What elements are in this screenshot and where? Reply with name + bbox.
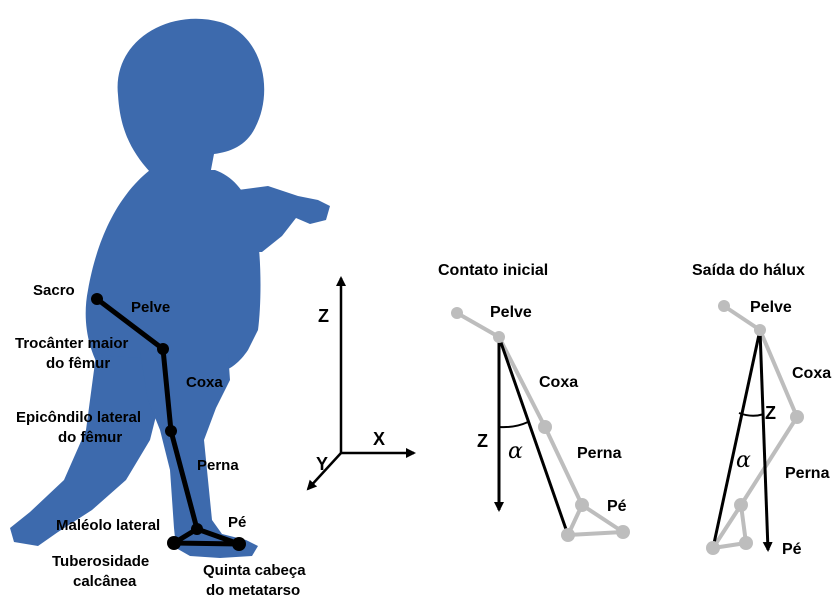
saida-gray-skeleton <box>711 304 799 550</box>
marker-epicondilo <box>165 425 177 437</box>
axis-y-label: Y <box>316 454 328 474</box>
axis-z-label: Z <box>318 306 329 326</box>
saida-marker-1 <box>718 300 730 312</box>
label-trocanter-line1: Trocânter maior <box>15 335 129 352</box>
contato-label-pelve: Pelve <box>490 304 532 321</box>
saida-alpha-arc <box>738 412 765 417</box>
saida-marker-5 <box>739 536 753 550</box>
contato-marker-6 <box>616 525 630 539</box>
silhouette-arm <box>238 186 330 252</box>
label-sacro: Sacro <box>33 282 75 299</box>
label-quinta-line2: do metatarso <box>206 582 300 599</box>
marker-trocanter <box>157 343 169 355</box>
marker-sacro <box>91 293 103 305</box>
label-pe: Pé <box>228 514 246 531</box>
contato-marker-5 <box>561 528 575 542</box>
label-coxa: Coxa <box>186 374 223 391</box>
saida-label-z: Z <box>765 403 776 423</box>
saida-label-pe: Pé <box>782 541 802 558</box>
contato-label-pe: Pé <box>607 498 627 515</box>
silhouette-back-leg <box>10 355 170 546</box>
contato-label-perna: Perna <box>577 445 622 462</box>
child-markers <box>91 293 246 551</box>
contato-inicial-title: Contato inicial <box>438 262 548 279</box>
saida-label-pelve: Pelve <box>750 299 792 316</box>
axes <box>306 276 416 491</box>
label-pelve: Pelve <box>131 299 170 316</box>
contato-label-alpha: α <box>508 439 523 464</box>
contato-inicial-panel: Contato inicial Pelve Coxa Perna Pé Z α <box>438 262 630 542</box>
marker-maleolo <box>191 523 203 535</box>
axis-x-label: X <box>373 429 385 449</box>
saida-marker-2 <box>754 324 766 336</box>
label-epicondilo-line2: do fêmur <box>58 429 122 446</box>
saida-marker-6 <box>706 541 720 555</box>
label-epicondilo-line1: Epicôndilo lateral <box>16 409 141 426</box>
saida-segment-line <box>711 329 762 549</box>
label-trocanter-line2: do fêmur <box>46 355 110 372</box>
contato-marker-3 <box>538 420 552 434</box>
silhouette-head <box>117 18 265 175</box>
axis-y-arrow <box>306 452 342 491</box>
contato-label-z: Z <box>477 431 488 451</box>
saida-label-coxa: Coxa <box>792 365 831 382</box>
contato-segment-line <box>497 336 570 536</box>
label-maleolo: Maléolo lateral <box>56 517 160 534</box>
label-quinta-line1: Quinta cabeça <box>203 562 306 579</box>
saida-label-perna: Perna <box>785 465 830 482</box>
contato-alpha-arc <box>498 421 529 429</box>
contato-marker-1 <box>451 307 463 319</box>
saida-z-arrow <box>758 329 773 552</box>
saida-marker-3 <box>790 410 804 424</box>
marker-tuberosidade <box>167 536 181 550</box>
saida-halux-panel: Saída do hálux Pelve Coxa Perna Pé Z α <box>692 262 831 558</box>
saida-halux-title: Saída do hálux <box>692 262 805 279</box>
marker-quinta <box>232 537 246 551</box>
contato-marker-4 <box>575 498 589 512</box>
label-tuberosidade-line1: Tuberosidade <box>52 553 149 570</box>
contato-marker-2 <box>493 331 505 343</box>
label-perna: Perna <box>197 457 239 474</box>
label-tuberosidade-line2: calcânea <box>73 573 137 590</box>
saida-marker-4 <box>734 498 748 512</box>
saida-label-alpha: α <box>736 448 751 473</box>
contato-label-coxa: Coxa <box>539 374 578 391</box>
